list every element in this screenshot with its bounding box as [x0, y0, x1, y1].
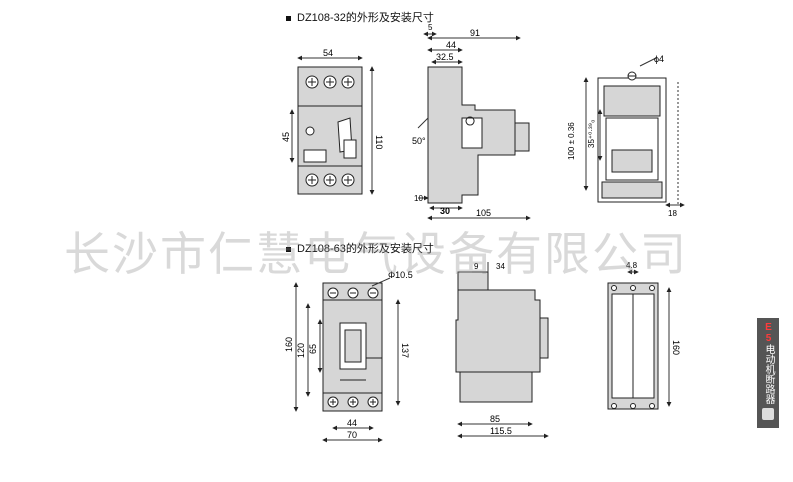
bullet-square	[286, 246, 291, 252]
dim-115-5: 115.5	[490, 426, 512, 436]
dim-4-8: 4.8	[626, 261, 638, 270]
terminal-screws-bottom	[327, 396, 379, 408]
dz108-32-mounting-view: ϕ4 100 ± 0.36 35⁺⁰·³⁹₀ 18	[567, 54, 685, 218]
tab-arrow-icon	[762, 408, 774, 420]
dim-44: 44	[446, 40, 456, 50]
dim-105: 105	[476, 208, 491, 218]
dim-54: 54	[323, 48, 333, 58]
dim-70: 70	[347, 430, 357, 440]
dim-65: 65	[308, 344, 318, 354]
dim-35: 35⁺⁰·³⁹₀	[587, 120, 596, 148]
dim-120: 120	[296, 343, 306, 358]
dim-34: 34	[496, 262, 505, 271]
dim-91: 91	[470, 28, 480, 38]
terminal-screws-top	[327, 287, 379, 299]
dim-phi-10-5: Φ10.5	[388, 270, 413, 280]
dim-160: 160	[671, 340, 681, 355]
dim-32-5: 32.5	[436, 52, 454, 62]
dim-110: 110	[374, 135, 384, 149]
terminal-screws-top	[305, 75, 355, 89]
dz108-32-front-view: 54 110 45	[281, 48, 384, 195]
dim-angle-50: 50°	[412, 136, 426, 146]
terminal-screws-bottom	[305, 173, 355, 187]
dim-45: 45	[281, 132, 291, 142]
dz108-63-side-view: 9 34 85 115.5	[455, 262, 549, 439]
dim-137: 137	[400, 343, 410, 358]
dim-85: 85	[490, 414, 500, 424]
dim-5: 5	[428, 23, 433, 32]
dz108-63-mounting-view: 4.8 160	[607, 261, 681, 410]
dim-160: 160	[284, 337, 294, 352]
title-dz108-32: DZ108-32的外形及安装尺寸	[286, 9, 434, 25]
title-dz108-63: DZ108-63的外形及安装尺寸	[286, 240, 434, 256]
dim-100: 100 ± 0.36	[567, 122, 576, 160]
dim-30: 30	[440, 206, 450, 216]
dz108-63-front-view: Φ10.5 160 120 65 137 44 70	[284, 270, 413, 443]
dim-phi-4: ϕ4	[654, 54, 664, 64]
dz108-32-side-view: 5 91 44 32.5 50° 10 30 105	[412, 23, 531, 221]
dim-10: 10	[414, 194, 423, 203]
dim-18: 18	[668, 209, 677, 218]
bullet-square	[286, 15, 291, 21]
dim-9: 9	[474, 262, 479, 271]
side-category-tab[interactable]: E5电动机断路器	[757, 318, 779, 428]
dim-44: 44	[347, 418, 357, 428]
side-tab-label: E5电动机断路器	[763, 322, 774, 404]
